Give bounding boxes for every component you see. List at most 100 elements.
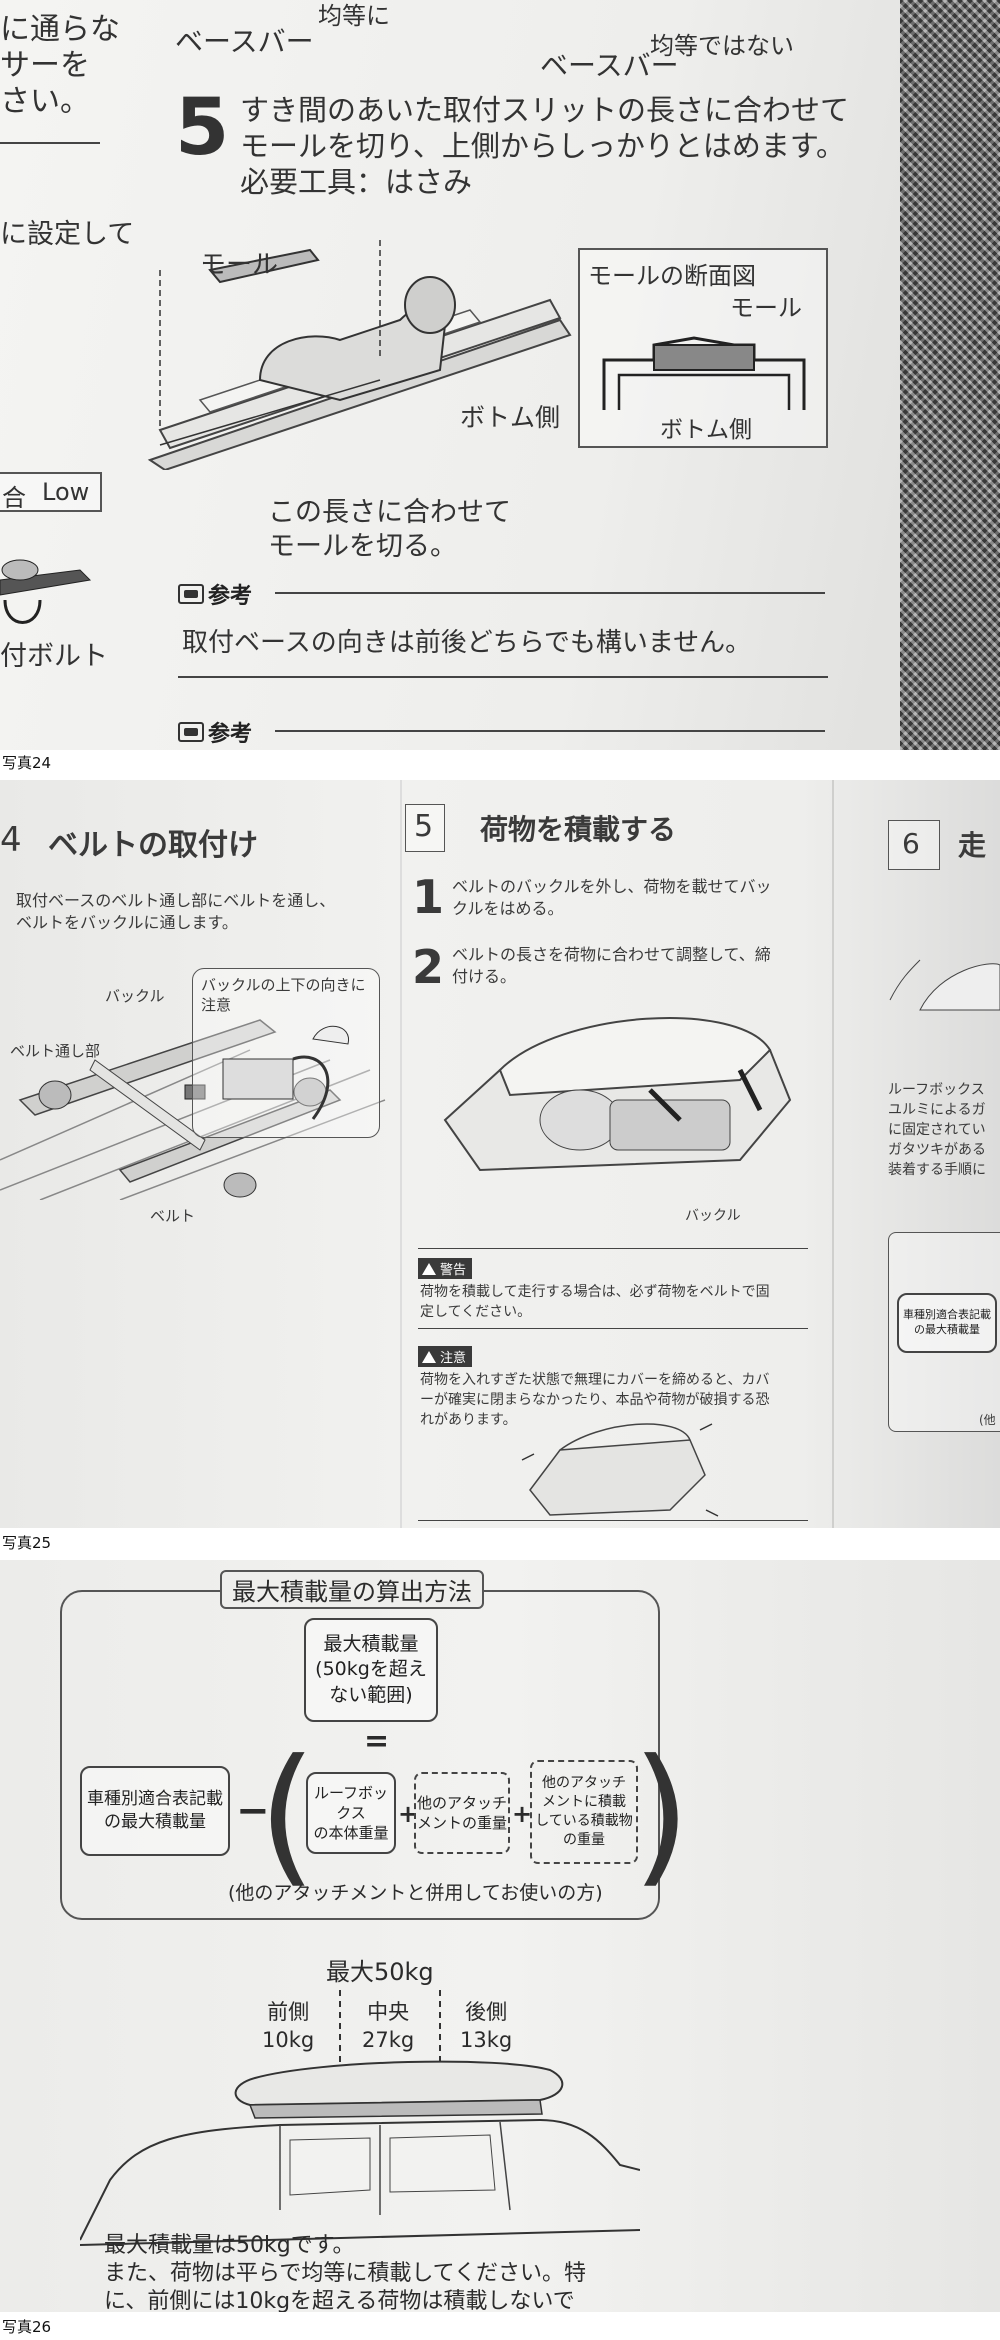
section5-title: 荷物を積載する [480,813,677,846]
reference-bottom-rule [178,676,828,678]
section-number: 4 [0,820,22,860]
bottom-rule [418,1520,808,1521]
section6-text: ルーフボックス ユルミによるガ に固定されてい ガタツキがある 装着する手順に [888,1080,986,1180]
section6-number-box: 6 [888,820,940,870]
fragment-line: さい。 [0,84,90,119]
overfilled-box-illustration [521,1423,719,1517]
section6-line: ルーフボックス [888,1082,985,1098]
photo-caption: 写真26 [2,2318,52,2336]
right-vehicle-box: 車種別適合表記載 の最大積載量 [897,1293,997,1353]
section6-line: ガタツキがある [888,1142,986,1158]
photo-25: 4 ベルトの取付け 取付ベースのベルト通し部にベルトを通し、 ベルトをバックルに… [0,780,1000,1528]
section6-title: 走 [958,829,987,862]
buckle-label: バックル [105,987,165,1005]
center-label: 中央 [367,2000,410,2024]
bolt-illustration [0,559,92,624]
max-load-box: 最大積載量 (50kgを超え ない範囲) [304,1618,438,1722]
photo-caption: 写真24 [2,754,52,772]
bottom-line: 最大積載量は50kgです。 [104,2233,355,2258]
fragment-ai: 合 [2,484,26,512]
section-text-line: ベルトをバックルに通します。 [16,913,238,932]
cut-note-line: モールを切る。 [268,531,457,562]
rear-label: 後側 [465,2000,508,2024]
belt-label: ベルト [150,1207,196,1225]
front-label: 前側 [267,2000,310,2024]
bottom-line: また、荷物は平らで均等に積載してください。特 [104,2261,587,2286]
formula-title: 最大積載量の算出方法 [220,1570,484,1609]
rear-weight: 後側 13kg [460,1998,512,2054]
center-kg: 27kg [362,2028,415,2052]
max-weight-label: 最大50kg [326,1958,434,1986]
left-table-fragment: 合 Low [0,472,102,512]
roofbox-weight-box: ルーフボックス の本体重量 [306,1772,396,1854]
cross-bottom-label: ボトム側 [660,417,752,443]
warning-line: 荷物を積載して走行する場合は、必ず荷物をベルトで固 [420,1284,770,1300]
caution-line: ーが確実に閉まらなかったり、本品や荷物が破損する恐 [420,1392,770,1408]
section5-number-box: 5 [405,804,445,852]
step1-number: 1 [412,870,445,924]
fragment-line: に通らな [0,12,120,47]
step-line: すき間のあいた取付スリットの長さに合わせて [240,93,850,127]
bottom-side-label: ボトム側 [460,403,561,432]
max-box-line: ない範囲) [329,1683,413,1706]
plus-sign: + [398,1800,419,1828]
reference-label-2: 参考 [208,722,253,747]
buckle-callout: バックルの上下の向きに 注意 [192,968,380,1138]
equal-label: 均等に [318,2,390,30]
pointing-hand-icon [178,722,204,742]
step-number: 5 [175,83,230,173]
reference-text: 取付ベースの向きは前後どちらでも構いません。 [182,628,752,658]
roofbox-loading-illustration [443,1017,792,1172]
caution-text: 荷物を入れすぎた状態で無理にカバーを締めると、カバ ーが確実に閉まらなかったり、… [420,1370,769,1430]
reference-label: 参考 [208,584,253,609]
caution-line: れがあります。 [420,1412,517,1428]
reference-tag-2: 参考 [178,716,252,748]
photo-26: 最大積載量の算出方法 最大積載量 (50kgを超え ない範囲) = 車種別適合表… [0,1560,1000,2312]
max-box-line: (50kgを超え [315,1658,427,1681]
left-fragment-text: に通らな サーを さい。 [0,12,120,120]
vehicle-max-load-box: 車種別適合表記載 の最大積載量 [80,1766,230,1856]
page-edge [832,780,834,1528]
buckle-detail [222,1025,349,1120]
rear-kg: 13kg [460,2028,513,2052]
step1-text: ベルトのバックルを外し、荷物を載せてバッ クルをはめる。 [452,876,772,920]
center-weight: 中央 27kg [362,1998,414,2054]
section6-line: 装着する手順に [888,1162,986,1178]
fragment-bolt: 付ボルト [0,641,108,672]
divider [0,142,100,144]
caution-rule [418,1328,808,1329]
attachment-load-box: 他のアタッチ メントに積載 している積載物 の重量 [530,1760,638,1864]
step-line: 必要工具：はさみ [240,165,473,199]
right-small-text: (他 [979,1413,996,1427]
warning-tag: 警告 [418,1258,473,1279]
right-paren: ) [632,1728,691,1902]
photo-caption: 写真25 [2,1534,52,1552]
buckle-label-2: バックル [685,1208,741,1224]
formula-note: (他のアタッチメントと併用してお使いの方) [228,1882,603,1904]
cross-section-box: モールの断面図 モール ボトム側 [578,248,828,448]
cross-section-title: モールの断面図 [588,262,756,290]
cross-molding-label: モール [730,294,802,322]
section6-line: ユルミによるガ [888,1102,986,1118]
front-weight: 前側 10kg [262,1998,314,2054]
cross-section-drawing [602,336,806,410]
warning-label: 警告 [440,1263,467,1278]
plus-sign-2: + [512,1800,533,1828]
equals-sign: = [364,1724,390,1759]
molding-label: モール [200,250,279,280]
right-formula-box: 車種別適合表記載 の最大積載量 (他 [888,1232,1000,1432]
cut-note: この長さに合わせて モールを切る。 [268,496,511,564]
max-box-line: 最大積載量 [323,1632,419,1655]
caution-tag: 注意 [418,1346,473,1367]
diamond-plate-background [900,0,1000,750]
section5-number: 5 [414,809,434,844]
pointing-hand-icon [178,584,204,604]
base-bar-label-right: ベースバー [540,49,679,82]
reference-rule [275,592,825,594]
bottom-text: 最大積載量は50kgです。 また、荷物は平らで均等に積載してください。特 に、前… [104,2232,586,2312]
step-line: ベルトのバックルを外し、荷物を載せてバッ [452,877,772,896]
section6-number: 6 [902,827,920,860]
cut-note-line: この長さに合わせて [268,497,511,528]
caution-line: 荷物を入れすぎた状態で無理にカバーを締めると、カバ [420,1372,770,1388]
molding-illustration [147,240,572,470]
